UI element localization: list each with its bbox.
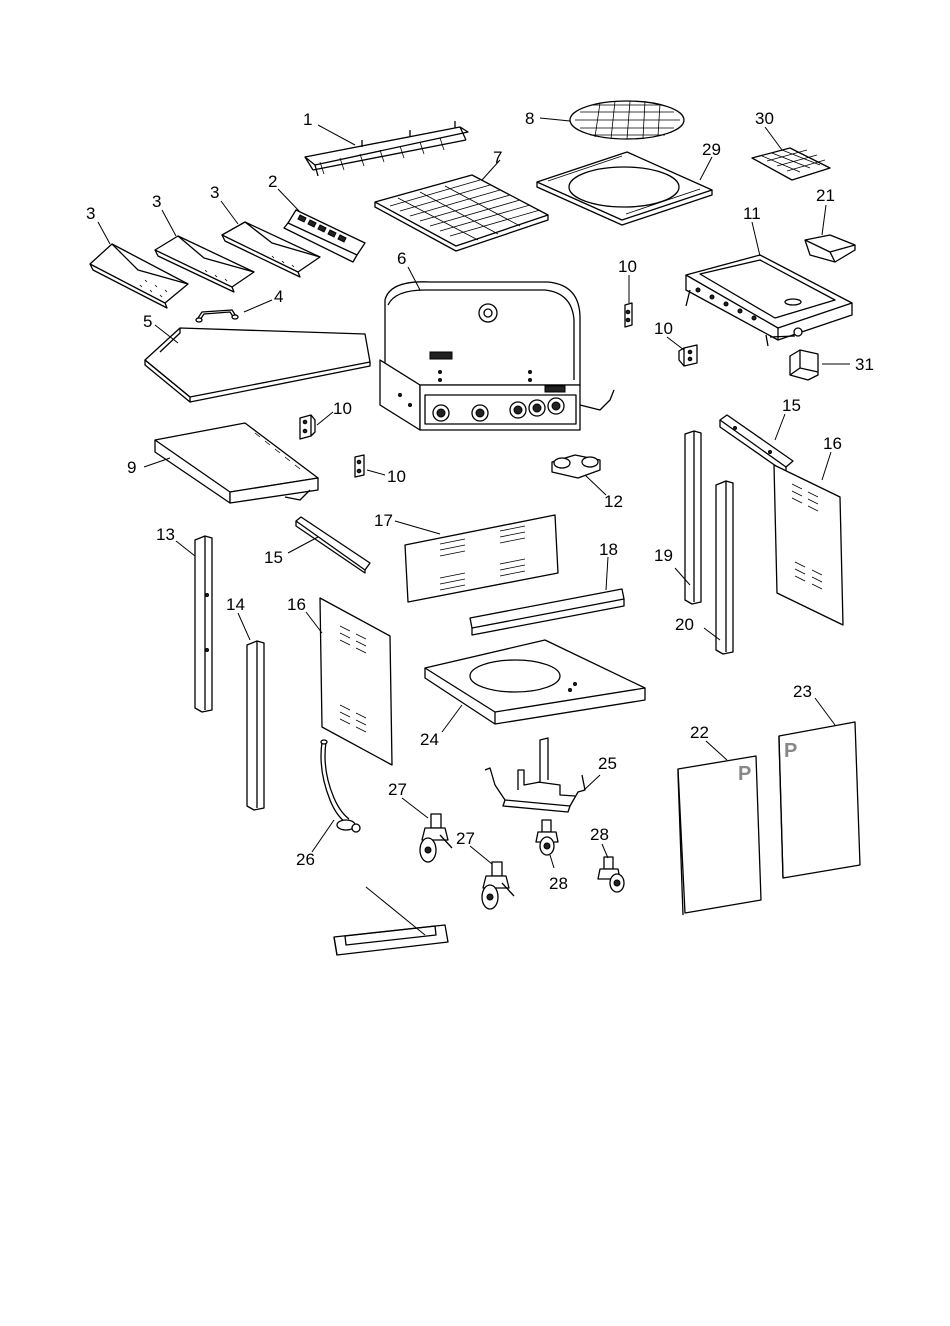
part-side-burner: [686, 255, 852, 346]
callout-9: 9: [127, 458, 136, 477]
part-leg-14: [247, 641, 264, 810]
part-connector: [552, 455, 600, 478]
callout-20: 20: [675, 615, 694, 634]
callout-6: 6: [397, 249, 406, 268]
part-gas-hose: [321, 740, 360, 832]
callout-26: 26: [296, 850, 315, 869]
part-grill-head: [380, 282, 614, 430]
callout-3c: 3: [210, 183, 219, 202]
callout-27a: 27: [388, 780, 407, 799]
callout-23: 23: [793, 682, 812, 701]
door-right-mark: P: [784, 740, 797, 762]
part-door-left: P: [678, 756, 761, 915]
callout-4: 4: [274, 287, 283, 306]
part-crossbar-right: [720, 415, 793, 473]
callout-10d: 10: [387, 467, 406, 486]
callout-29: 29: [702, 140, 721, 159]
part-side-burner-tray: [805, 235, 855, 262]
callout-13: 13: [156, 525, 175, 544]
part-round-grate: [570, 101, 684, 139]
callout-21: 21: [816, 186, 835, 205]
part-caster-brake-2: [482, 862, 514, 909]
callout-25: 25: [598, 754, 617, 773]
callout-3a: 3: [86, 204, 95, 223]
part-grate-frame: [537, 152, 712, 225]
callout-2: 2: [268, 172, 277, 191]
part-small-handle: [196, 310, 238, 322]
callout-1: 1: [303, 110, 312, 129]
part-leg-19: [685, 431, 701, 604]
callout-7: 7: [493, 148, 502, 167]
part-door-right: P: [779, 722, 860, 878]
callout-11: 11: [743, 204, 761, 223]
part-bracket-10a: [625, 303, 632, 327]
part-caster-1: [536, 820, 558, 855]
callout-16b: 16: [823, 434, 842, 453]
callout-10a: 10: [618, 257, 637, 276]
callout-24: 24: [420, 730, 439, 749]
part-leg-20: [716, 481, 733, 654]
door-left-mark: P: [738, 763, 751, 785]
callout-12: 12: [604, 492, 623, 511]
part-back-panel: [405, 515, 558, 602]
part-bottom-tray: [425, 640, 645, 724]
callout-17: 17: [374, 511, 393, 530]
part-caster-2: [598, 857, 624, 892]
callout-15a: 15: [264, 548, 283, 567]
callout-28b: 28: [590, 825, 609, 844]
callout-10c: 10: [333, 399, 352, 418]
part-side-shelf: [155, 423, 318, 503]
callout-28a: 28: [549, 874, 568, 893]
part-cooking-grate: [375, 175, 548, 251]
callout-16a: 16: [287, 595, 306, 614]
part-tank-bracket: [485, 738, 585, 812]
callout-3b: 3: [152, 192, 161, 211]
callout-22: 22: [690, 723, 709, 742]
part-side-panel-right: [774, 465, 843, 625]
callout-19: 19: [654, 546, 673, 565]
part-bracket-10c: [300, 415, 315, 439]
callout-5: 5: [143, 312, 152, 331]
part-front-bar: [470, 589, 624, 635]
part-drip-tray: [145, 328, 370, 402]
part-bracket-10d: [355, 455, 364, 477]
part-bracket-31: [790, 350, 818, 380]
part-caster-brake-1: [420, 814, 452, 862]
part-warming-rack: [305, 121, 468, 176]
part-small-grate: [752, 148, 830, 180]
callout-15b: 15: [782, 396, 801, 415]
part-side-panel-left: [320, 598, 392, 765]
part-crossbar-left: [296, 517, 370, 573]
callout-8: 8: [525, 109, 534, 128]
callout-10b: 10: [654, 319, 673, 338]
callout-18: 18: [599, 540, 618, 559]
part-leg-13: [195, 536, 212, 712]
part-door-handle: [334, 925, 448, 955]
callout-14: 14: [226, 595, 245, 614]
callout-31: 31: [855, 355, 874, 374]
callout-27b: 27: [456, 829, 475, 848]
callout-30: 30: [755, 109, 774, 128]
